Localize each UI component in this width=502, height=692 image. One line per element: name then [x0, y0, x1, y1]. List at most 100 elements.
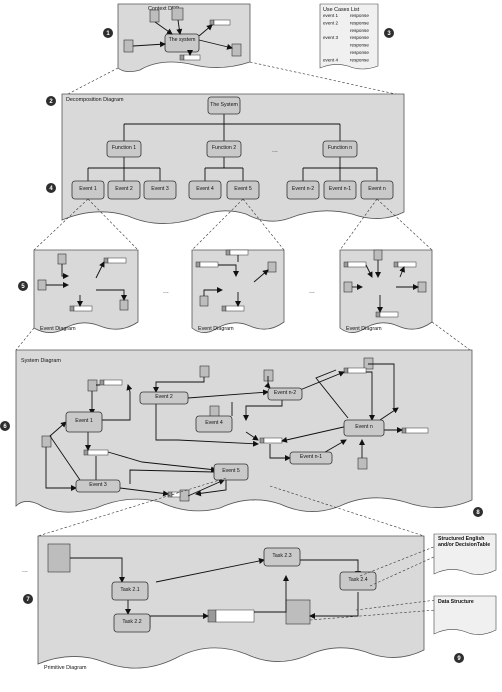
primitive-task-node: Task 2.2	[113, 613, 151, 633]
svg-text:1: 1	[106, 31, 110, 37]
system-event-node: Event n	[343, 419, 385, 437]
system-event-node-label: Event n	[355, 424, 373, 431]
use-case-response: response	[350, 57, 369, 62]
structured-english-text: Structured English and/or DecisionTable	[438, 536, 491, 549]
decomp-function-node-label: Function 2	[211, 145, 237, 152]
svg-text:7: 7	[26, 597, 30, 603]
use-case-response: response	[350, 20, 369, 25]
decomp-event-node: Event 5	[226, 180, 260, 200]
decomp-event-node: Event n-1	[323, 180, 357, 200]
use-case-response: response	[350, 43, 369, 48]
primitive-task-node-label: Task 2.4	[348, 577, 368, 584]
event-ellipsis-2: ...	[309, 288, 315, 295]
svg-text:6: 6	[3, 424, 7, 430]
primitive-task-node-label: Task 2.3	[272, 553, 292, 560]
svg-text:8: 8	[476, 510, 480, 516]
step-marker-6: 6	[0, 421, 10, 431]
decomp-function-node-label: Function n	[327, 145, 353, 152]
primitive-diagram-panel: Primitive Diagram	[37, 535, 425, 671]
decomp-event-node: Event 2	[107, 180, 141, 200]
decomp-event-node: Event 1	[71, 180, 105, 200]
system-diagram-title: System Diagram	[21, 358, 61, 364]
event-diagram-panel-1	[33, 249, 139, 333]
system-event-node-label: Event 1	[75, 418, 93, 425]
context-terminator	[171, 7, 184, 21]
event-diagram-label-5: Event Diagram	[198, 326, 234, 332]
use-case-event: event 1	[323, 13, 339, 18]
context-terminator	[231, 43, 242, 57]
system-event-node: Event n-1	[289, 451, 333, 465]
event-diagram-label-n: Event Diagram	[346, 326, 382, 332]
primitive-task-node: Task 2.1	[111, 581, 149, 601]
step-marker-4: 4	[46, 183, 56, 193]
context-terminator	[149, 9, 160, 23]
primitive-terminator	[47, 543, 71, 573]
event-5-diagram	[195, 249, 277, 312]
decomp-event-node-label: Event 5	[234, 186, 252, 193]
primitive-task-node-label: Task 2.1	[120, 587, 140, 594]
decomp-event-node-label: Event 3	[151, 186, 169, 193]
use-case-response: response	[350, 50, 369, 55]
system-event-node-label: Event 5	[222, 468, 240, 475]
system-event-node: Event 2	[139, 391, 189, 405]
decomp-event-node: Event 4	[188, 180, 222, 200]
primitive-task-node-label: Task 2.2	[122, 619, 142, 626]
decomp-function-node: Function n	[322, 140, 358, 158]
step-marker-2: 2	[46, 96, 56, 106]
svg-text:9: 9	[457, 656, 461, 662]
use-case-event: event 4	[323, 57, 339, 62]
decomp-event-node: Event 3	[143, 180, 177, 200]
system-event-node: Event 1	[65, 411, 103, 433]
context-system-node: The system	[164, 33, 200, 53]
decomp-event-node: Event n	[360, 180, 394, 200]
event-1-diagram	[37, 253, 129, 312]
decomp-function-node: Function 1	[106, 140, 142, 158]
primitive-flows	[47, 543, 361, 628]
use-case-response: response	[350, 35, 369, 40]
decomp-root-node: The System	[207, 96, 241, 115]
event-diagram-panel-n	[339, 249, 433, 333]
data-structure-note: Data Structure	[433, 595, 497, 635]
event-diagram-label-1: Event Diagram	[40, 326, 76, 332]
decomp-ellipsis: ...	[272, 147, 278, 154]
system-event-node-label: Event n-2	[273, 390, 297, 397]
decomp-event-node: Event n-2	[286, 180, 320, 200]
context-dfd-panel: Context DFD The system	[117, 3, 251, 72]
step-marker-9: 9	[454, 653, 464, 663]
system-event-node: Event 5	[213, 463, 249, 481]
system-event-node: Event 3	[75, 479, 121, 493]
decomp-event-node-label: Event 4	[196, 186, 214, 193]
decomposition-title: Decomposition Diagram	[66, 97, 124, 103]
system-event-node-label: Event 3	[89, 482, 107, 489]
decomp-function-node: Function 2	[206, 140, 242, 158]
step-marker-1: 1	[103, 28, 113, 38]
primitive-ellipsis: ...	[22, 567, 28, 574]
svg-text:4: 4	[49, 186, 53, 192]
svg-text:3: 3	[387, 31, 391, 37]
context-dfd-title: Context DFD	[148, 6, 179, 12]
use-case-response: response	[350, 28, 369, 33]
primitive-store	[207, 609, 255, 623]
decomp-event-node-label: Event 2	[115, 186, 133, 193]
context-terminator	[123, 39, 134, 53]
structured-english-note: Structured English and/or DecisionTable	[433, 533, 497, 575]
svg-text:5: 5	[21, 284, 25, 290]
context-store	[209, 19, 231, 26]
system-event-node: Event 4	[195, 415, 233, 433]
use-cases-title: Use Cases List	[323, 7, 360, 13]
use-cases-list: Use Cases List event 1 response event 2 res…	[319, 3, 379, 70]
system-event-node-label: Event 2	[155, 394, 173, 401]
decomp-root-node-label: The System	[210, 101, 238, 108]
system-event-node-label: Event n-1	[299, 454, 323, 461]
use-case-event: event 2	[323, 20, 339, 25]
context-store	[179, 54, 201, 61]
decomp-event-node-label: Event 1	[79, 186, 97, 193]
step-marker-8: 8	[473, 507, 483, 517]
event-ellipsis-1: ...	[163, 288, 169, 295]
use-case-event: event 3	[323, 35, 339, 40]
decomp-event-node-label: Event n	[368, 186, 386, 193]
step-marker-3: 3	[384, 28, 394, 38]
event-n-diagram	[343, 249, 427, 318]
